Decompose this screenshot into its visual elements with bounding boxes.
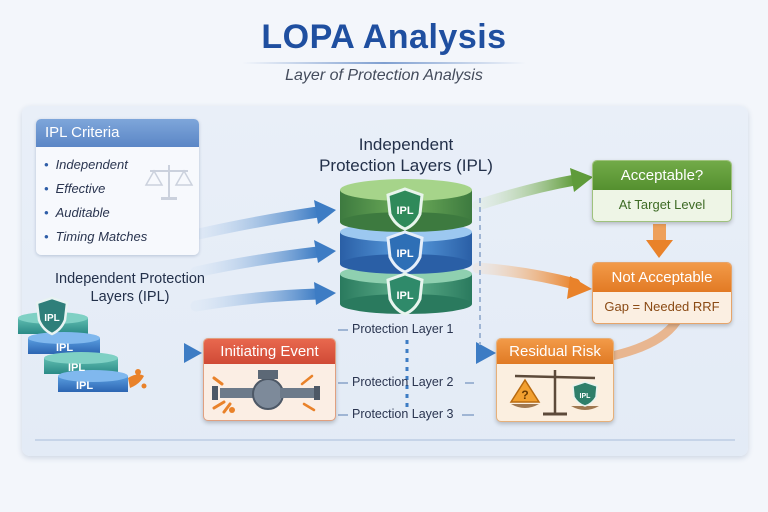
center-ipl-heading: Independent Protection Layers (IPL)	[296, 134, 516, 176]
ipl-pipe-illustration	[18, 312, 147, 392]
arrow-to-acceptable	[472, 174, 581, 211]
arrowhead-1	[314, 200, 336, 224]
not-acceptable-title: Not Acceptable	[593, 263, 731, 292]
initiating-event-title: Initiating Event	[204, 339, 335, 364]
acceptable-box: Acceptable? At Target Level	[592, 160, 732, 222]
arrowhead-3	[314, 282, 336, 305]
residual-risk-title: Residual Risk	[497, 339, 613, 364]
criteria-item: Timing Matches	[44, 225, 199, 249]
pipe-label-3: IPL	[76, 380, 94, 392]
arrowhead-2	[314, 240, 336, 263]
acceptable-body: At Target Level	[618, 197, 706, 212]
arrow-into-stack-2	[190, 246, 324, 278]
shield-3-text: IPL	[396, 290, 413, 302]
ipl-shield-icon-1: IPL	[386, 187, 424, 231]
title-divider	[242, 62, 526, 64]
acceptable-title: Acceptable?	[593, 161, 731, 190]
shield-1-text: IPL	[396, 205, 413, 217]
shield-2-text: IPL	[396, 248, 413, 260]
residual-risk-box: Residual Risk ? IPL	[496, 338, 614, 422]
pipe-label-2: IPL	[68, 362, 86, 374]
risk-question-mark: ?	[521, 388, 528, 402]
arrow-acceptable-to-not	[653, 224, 666, 242]
ipl-shield-icon-3: IPL	[386, 272, 424, 316]
arrowhead-acceptable	[570, 168, 593, 192]
center-ipl-heading-line1: Independent	[358, 135, 454, 154]
protection-layer-3-label: Protection Layer 3	[352, 407, 454, 421]
criteria-item: Independent	[44, 153, 199, 177]
protection-layer-1-label: Protection Layer 1	[352, 322, 454, 336]
arrow-residual-to-gap	[607, 317, 681, 361]
arrowhead-down	[646, 240, 673, 258]
initiating-event-box: Initiating Event	[203, 338, 336, 421]
ipl-criteria-title: IPL Criteria	[36, 119, 199, 147]
arrow-into-stack-1	[184, 206, 324, 242]
ipl-shield-icon-2: IPL	[386, 230, 424, 274]
arrowhead-residual	[476, 342, 496, 364]
criteria-item: Effective	[44, 177, 199, 201]
arrow-to-not-acceptable	[472, 262, 581, 290]
ipl-shield-icon-left: IPL	[35, 296, 69, 336]
not-acceptable-box: Not Acceptable Gap = Needed RRF	[592, 262, 732, 324]
shield-left-text: IPL	[44, 313, 60, 324]
protection-layer-2-label: Protection Layer 2	[352, 375, 454, 389]
arrowhead-event	[184, 343, 202, 363]
risk-shield-text: IPL	[580, 393, 592, 400]
pump-leak-icon	[212, 370, 320, 414]
risk-balance-icon: ? IPL	[509, 370, 599, 416]
not-acceptable-body: Gap = Needed RRF	[604, 299, 720, 314]
scales-icon	[144, 165, 194, 200]
ipl-criteria-list: Independent Effective Auditable Timing M…	[36, 147, 199, 249]
left-ipl-label-line2: Layers (IPL)	[90, 289, 170, 305]
center-ipl-heading-line2: Protection Layers (IPL)	[319, 156, 493, 175]
arrowhead-not-acceptable	[567, 276, 592, 299]
arrow-into-stack-3	[190, 288, 324, 312]
ipl-criteria-card: IPL Criteria Independent Effective Audit…	[36, 119, 199, 255]
page-subtitle: Layer of Protection Analysis	[285, 67, 483, 84]
left-ipl-label-line1: Independent Protection	[55, 271, 205, 287]
page-title: LOPA Analysis	[261, 18, 507, 56]
pipe-label-1: IPL	[56, 342, 74, 354]
left-ipl-label: Independent Protection Layers (IPL)	[30, 270, 230, 306]
criteria-item: Auditable	[44, 201, 199, 225]
